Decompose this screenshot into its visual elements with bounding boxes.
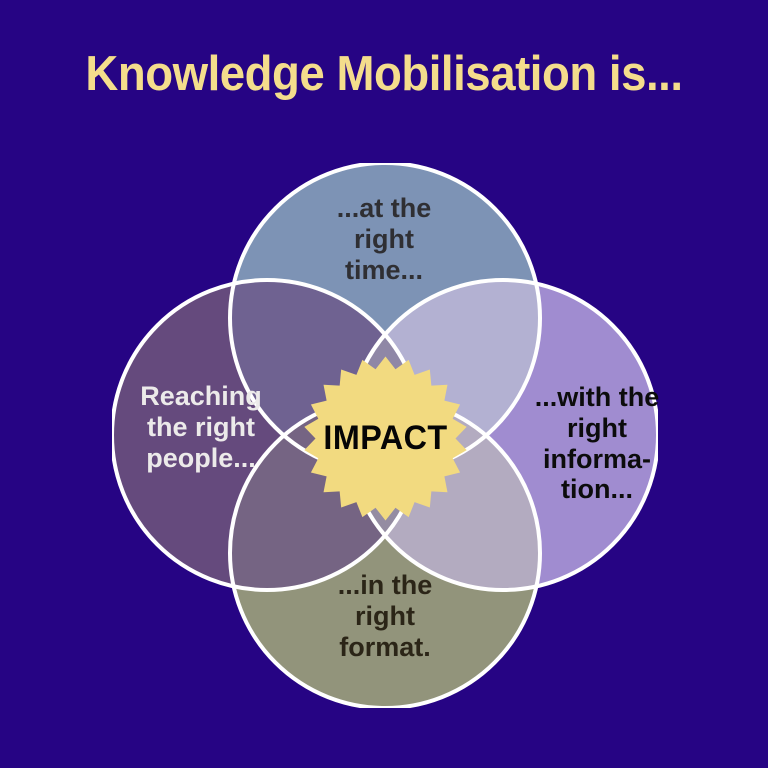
impact-badge: IMPACT [302, 355, 469, 522]
page-title: Knowledge Mobilisation is... [85, 47, 683, 101]
venn-circles [112, 163, 658, 708]
venn-diagram [112, 163, 658, 708]
starburst-icon [304, 356, 467, 521]
